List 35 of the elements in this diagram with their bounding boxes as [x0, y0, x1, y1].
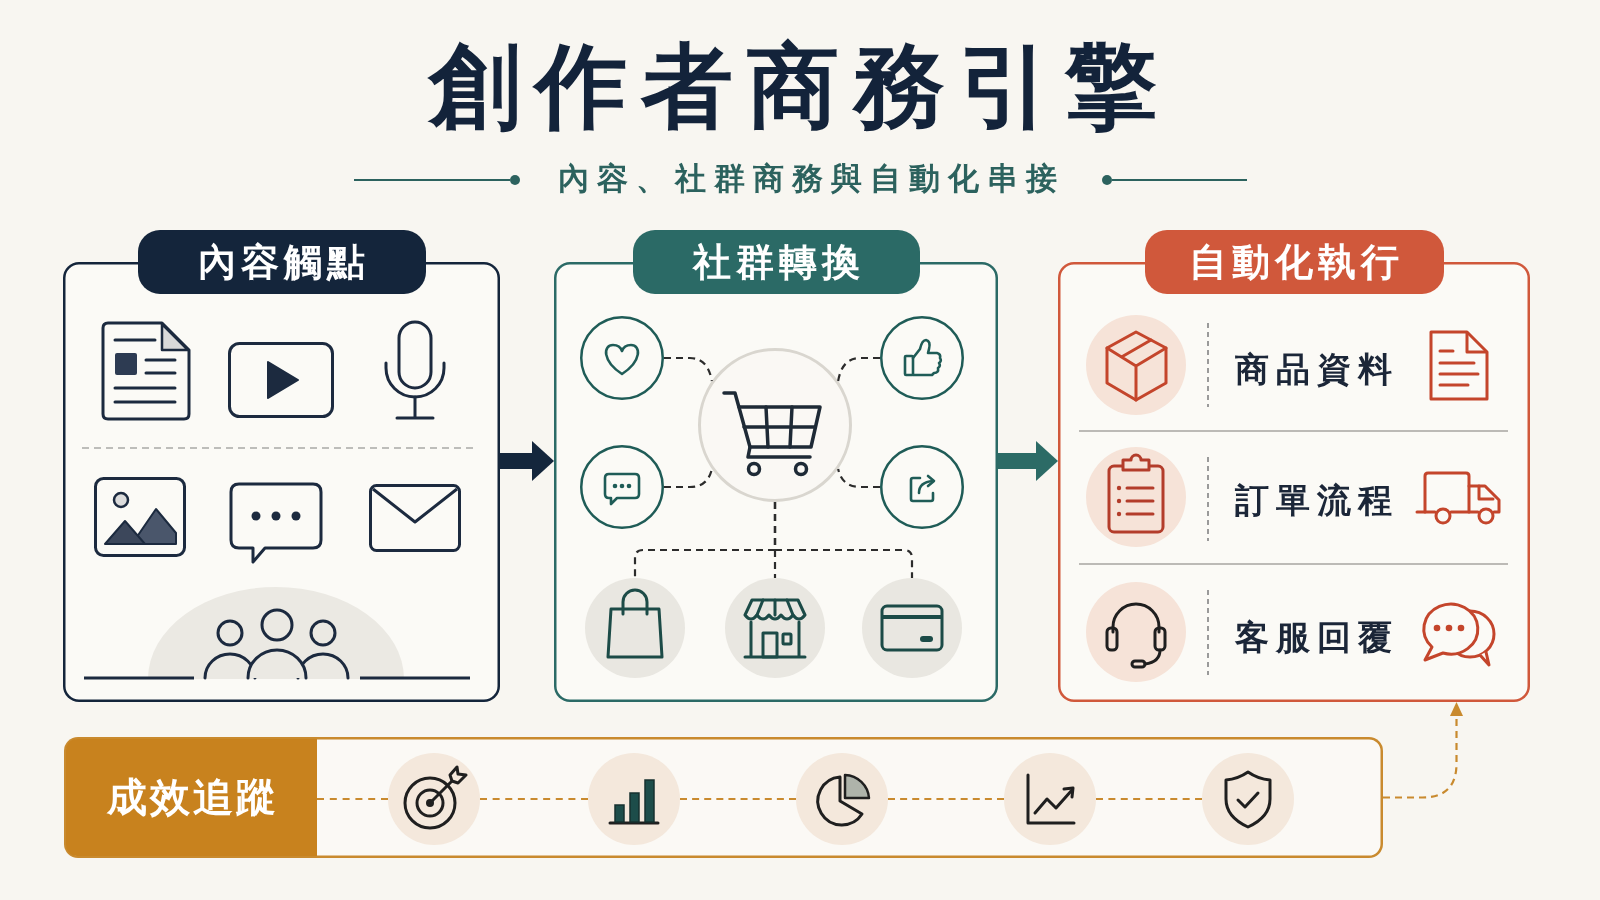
chat-bubble-icon: [580, 445, 664, 529]
title: 創作者商務引擎: [429, 40, 1171, 132]
subtitle: 內容、社群商務與自動化串接: [557, 163, 1065, 194]
heading-tab: 內容觸點: [137, 230, 426, 294]
shield-check-icon: [1202, 753, 1294, 845]
pie-chart-icon: [796, 753, 888, 845]
target-icon: [388, 753, 480, 845]
credit-card-icon: [862, 578, 962, 678]
arrow: [500, 441, 554, 481]
share-icon: [880, 445, 964, 529]
arrow: [998, 441, 1058, 481]
dashed-connector: [888, 797, 1004, 801]
dashed-connector: [480, 797, 588, 801]
line-chart-icon: [1004, 753, 1096, 845]
dashed-connector: [1096, 797, 1202, 801]
row-label: 訂單流程: [1235, 483, 1399, 517]
row-label: 客服回覆: [1235, 620, 1399, 654]
row-label: 商品資料: [1235, 352, 1399, 386]
thumbs-up-icon: [880, 316, 964, 400]
heading-tab: 社群轉換: [632, 230, 920, 294]
heading-tab: 自動化執行: [1144, 230, 1444, 294]
dashed-connector: [664, 468, 713, 489]
shopping-cart-icon: [698, 348, 852, 502]
heading-block: 成效追蹤: [66, 739, 317, 856]
dashed-connector: [837, 468, 880, 489]
dashed-connector: [773, 502, 914, 578]
arrow: [1383, 702, 1463, 799]
shopping-bag-icon: [585, 578, 685, 678]
dashed-connector: [837, 356, 880, 382]
dashed-connector: [680, 797, 796, 801]
storefront-icon: [725, 578, 825, 678]
bar-chart-icon: [588, 753, 680, 845]
dashed-connector: [664, 356, 713, 382]
dashed-connector: [317, 797, 388, 801]
panel: [64, 737, 1383, 858]
